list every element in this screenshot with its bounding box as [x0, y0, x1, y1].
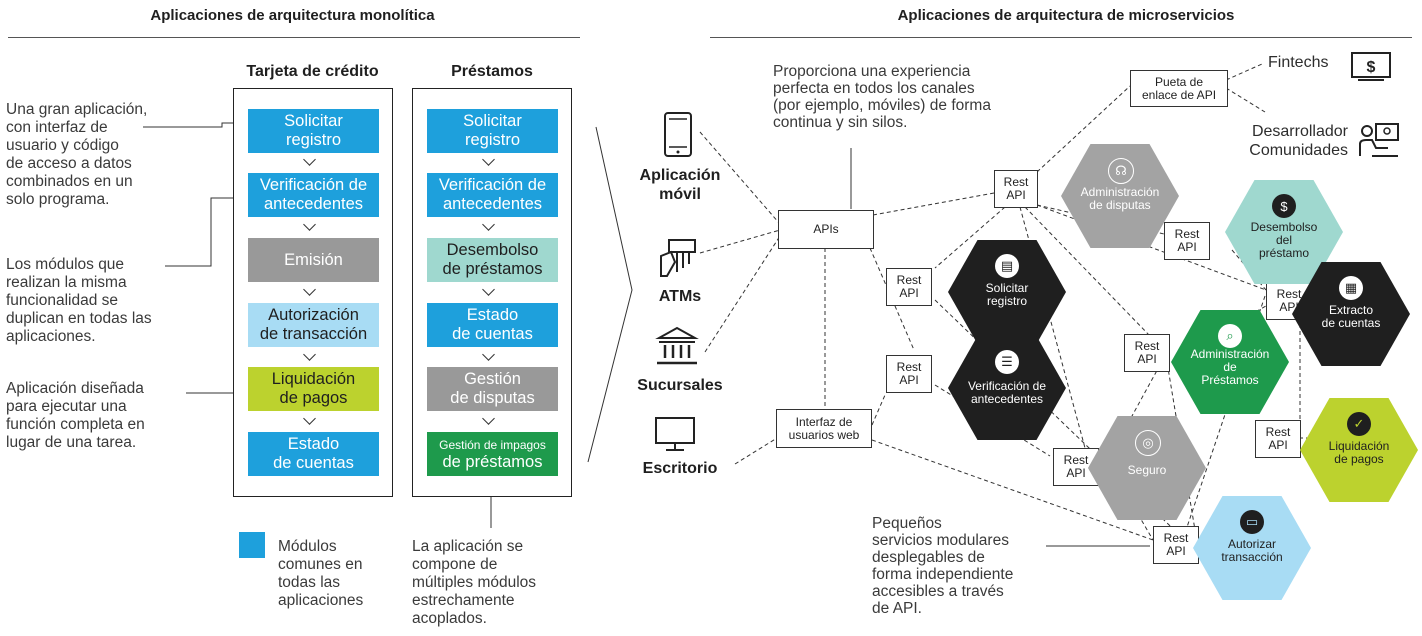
legend-swatch: [239, 532, 265, 558]
note2-connector: [165, 197, 247, 267]
search-icon: ⌕: [1218, 324, 1242, 348]
bank-icon: [655, 326, 699, 365]
card-icon: ▭: [1240, 510, 1264, 534]
atm-icon: [660, 239, 696, 277]
document-icon: ▦: [1339, 276, 1363, 300]
apis-box: APIs: [778, 210, 874, 249]
microservices-header-rule: [710, 37, 1412, 38]
money-bag-icon: $: [1272, 194, 1296, 218]
smartphone-icon: [664, 112, 692, 157]
separator-chevron: [587, 126, 633, 463]
desktop-icon: [655, 417, 695, 451]
loans-title: Préstamos: [451, 63, 533, 80]
chevron-down-icon: [482, 412, 495, 425]
developer-icon: [1359, 123, 1399, 157]
chevron-down-icon: [303, 283, 316, 296]
chevron-down-icon: [303, 348, 316, 361]
chevron-down-icon: [482, 153, 495, 166]
headset-icon: ☊: [1108, 158, 1134, 184]
channel-desktop-label: Escritorio: [642, 460, 718, 477]
dollar-screen-icon: $: [1351, 52, 1391, 81]
chevron-down-icon: [303, 218, 316, 231]
svg-text:$: $: [1367, 59, 1376, 76]
chevron-down-icon: [482, 283, 495, 296]
checklist-icon: ☰: [995, 350, 1019, 374]
fintechs-label: Fintechs: [1268, 54, 1329, 71]
chevron-down-icon: [303, 412, 316, 425]
monolithic-header: Aplicaciones de arquitectura monolítica: [150, 7, 435, 24]
credit-card-title: Tarjeta de crédito: [246, 63, 379, 80]
channel-branches-label: Sucursales: [637, 377, 723, 394]
form-icon: ▤: [995, 254, 1019, 278]
lifebuoy-icon: ◎: [1135, 430, 1161, 456]
chevron-down-icon: [482, 348, 495, 361]
microservices-header: Aplicaciones de arquitectura de microser…: [897, 7, 1235, 24]
monolithic-header-rule: [8, 37, 580, 38]
chevron-down-icon: [303, 153, 316, 166]
module-emision: Emisión: [248, 238, 379, 282]
channel-atm-label: ATMs: [658, 288, 702, 305]
chevron-down-icon: [482, 218, 495, 231]
check-icon: ✓: [1347, 412, 1371, 436]
